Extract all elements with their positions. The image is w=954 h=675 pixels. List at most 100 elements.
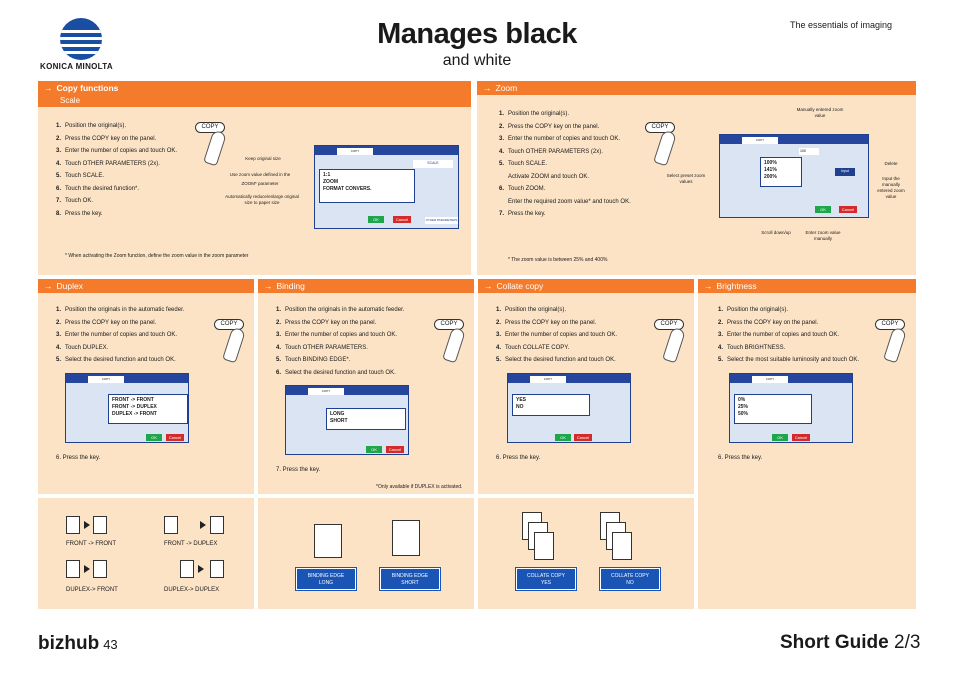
copy-key-icon: COPY bbox=[654, 319, 684, 330]
binding-note: *Only available if DUPLEX is activated. bbox=[376, 484, 463, 490]
mode-duplex-duplex: DUPLEX-> DUPLEX bbox=[164, 587, 220, 593]
step-item: 5.Select the desired function and touch … bbox=[56, 357, 176, 363]
panel-binding: →Binding 1.Position the originals in the… bbox=[258, 279, 474, 494]
cancel-button: Cancel bbox=[386, 446, 404, 453]
cancel-button: Cancel bbox=[393, 216, 411, 223]
brightness-screen: COPY 0% 25% 50% OK Cancel bbox=[729, 373, 853, 443]
collate-yes-box: COLLATE COPY YES bbox=[516, 568, 576, 590]
label-scroll: Scroll down/up bbox=[761, 230, 791, 235]
step-item: 2.Press the COPY key on the panel. bbox=[56, 135, 157, 142]
zoom-presets: 100% 141% 200% bbox=[760, 157, 802, 187]
step-item: 4.Touch OTHER PARAMETERS (2x). bbox=[499, 148, 603, 155]
booklet-short-icon bbox=[392, 520, 420, 556]
panel-duplex: →Duplex 1.Position the originals in the … bbox=[38, 279, 254, 494]
step-item: 5.Touch BINDING EDGE*. bbox=[276, 357, 351, 363]
collate-modes: COLLATE COPY YES COLLATE COPY NO bbox=[478, 498, 694, 609]
step-item: 7.Touch OK. bbox=[56, 198, 94, 204]
step-item: Enter the required zoom value* and touch… bbox=[508, 198, 631, 205]
duplex-modes: FRONT -> FRONT FRONT -> DUPLEX DUPLEX-> … bbox=[38, 498, 254, 609]
pointing-hand-icon bbox=[203, 129, 227, 167]
label-keep-size: Keep original size bbox=[245, 156, 281, 161]
mode-front-front: FRONT -> FRONT bbox=[66, 541, 117, 547]
collate-step-6: 6. Press the key. bbox=[496, 455, 541, 461]
page-icon bbox=[164, 516, 178, 534]
step-item: 2.Press the COPY key on the panel. bbox=[276, 319, 377, 326]
step-item: Activate ZOOM and touch OK. bbox=[508, 173, 590, 180]
page-subtitle: and white bbox=[442, 52, 512, 69]
step-item: 1.Position the original(s). bbox=[718, 307, 789, 313]
panel-header: →Zoom bbox=[477, 81, 916, 95]
step-item: 2.Press the COPY key on the panel. bbox=[496, 319, 597, 326]
step-item: 4.Touch OTHER PARAMETERS (2x). bbox=[56, 160, 160, 167]
ok-button: OK bbox=[815, 206, 831, 213]
panel-subheader: Scale bbox=[38, 95, 471, 107]
pointing-hand-icon bbox=[883, 326, 907, 364]
panel-header: →Duplex bbox=[38, 279, 254, 293]
ok-button: OK bbox=[555, 434, 571, 441]
label-zoom-param: ZOOM* parameter bbox=[241, 181, 279, 186]
pointing-hand-icon bbox=[222, 326, 246, 364]
label-preset: Select preset zoom values bbox=[666, 173, 706, 184]
label-manual-zoom: Manually entered zoom value bbox=[796, 107, 844, 118]
page-icon bbox=[180, 560, 194, 578]
mode-front-duplex: FRONT -> DUPLEX bbox=[164, 541, 218, 547]
step-item: 4.Touch DUPLEX. bbox=[56, 344, 109, 351]
copy-key-icon: COPY bbox=[875, 319, 905, 330]
panel-zoom: →Zoom 1.Position the original(s).2.Press… bbox=[477, 81, 916, 275]
screen-tab: COPY bbox=[742, 137, 778, 144]
step-item: 2.Press the COPY key on the panel. bbox=[718, 319, 819, 326]
copy-key-icon: COPY bbox=[434, 319, 464, 330]
pointing-hand-icon bbox=[442, 326, 466, 364]
label-auto: Automatically reduce/enlarge original si… bbox=[225, 194, 299, 205]
zoom-screen: COPY 100% 141% 200% 100 Input OK Cancel bbox=[719, 134, 869, 218]
short-guide-label: Short Guide 2/3 bbox=[780, 632, 921, 653]
cancel-button: Cancel bbox=[792, 434, 810, 441]
other-params-button: OTHER PARAMETERS bbox=[425, 217, 458, 224]
panel-brightness: →Brightness 1.Position the original(s).2… bbox=[698, 279, 916, 609]
label-delete: Delete bbox=[884, 161, 898, 166]
step-item: 5.Select the most suitable luminosity an… bbox=[718, 357, 860, 363]
scale-options: 1:1 ZOOM FORMAT CONVERS. bbox=[319, 169, 415, 203]
steps-list: 1.Position the original(s).2.Press the C… bbox=[56, 120, 177, 220]
ok-button: OK bbox=[366, 446, 382, 453]
page-icon bbox=[66, 516, 80, 534]
step-item: 5.Touch SCALE. bbox=[499, 161, 548, 167]
step-item: 6.Select the desired function and touch … bbox=[276, 369, 396, 376]
binding-long-box: BINDING EDGE LONG bbox=[296, 568, 356, 590]
zoom-note: * The zoom value is between 25% and 400% bbox=[508, 257, 608, 263]
label-input-value: Input the manually entered zoom value bbox=[877, 176, 905, 199]
brightness-options: 0% 25% 50% bbox=[734, 394, 812, 424]
binding-short-box: BINDING EDGE SHORT bbox=[380, 568, 440, 590]
panel-header: →Copy functions bbox=[38, 81, 471, 95]
screen-tab: COPY bbox=[308, 388, 344, 395]
arrow-icon bbox=[200, 521, 206, 529]
steps-list: 1.Position the originals in the automati… bbox=[276, 304, 404, 379]
cancel-button: Cancel bbox=[574, 434, 592, 441]
step-item: 3.Enter the number of copies and touch O… bbox=[56, 148, 178, 154]
duplex-step-6: 6. Press the key. bbox=[56, 455, 101, 461]
cancel-button: Cancel bbox=[166, 434, 184, 441]
konica-minolta-logo-icon bbox=[60, 18, 102, 60]
ok-button: OK bbox=[146, 434, 162, 441]
page-icon bbox=[210, 560, 224, 578]
panel-header: →Collate copy bbox=[478, 279, 694, 293]
steps-list: 1.Position the original(s).2.Press the C… bbox=[499, 108, 631, 221]
copy-key-icon: COPY bbox=[195, 122, 225, 133]
step-item: 3.Enter the number of copies and touch O… bbox=[56, 332, 178, 338]
binding-options: LONG SHORT bbox=[326, 408, 406, 430]
booklet-long-icon bbox=[314, 524, 342, 558]
step-item: 4.Touch OTHER PARAMETERS. bbox=[276, 344, 368, 351]
cancel-button: Cancel bbox=[839, 206, 857, 213]
page-title: Manages black bbox=[377, 18, 577, 50]
step-item: 3.Enter the number of copies and touch O… bbox=[496, 332, 618, 338]
step-item: 4.Touch COLLATE COPY. bbox=[496, 344, 570, 351]
duplex-options: FRONT -> FRONT FRONT -> DUPLEX DUPLEX ->… bbox=[108, 394, 188, 424]
zoom-value-field: 100 bbox=[799, 148, 819, 155]
screen-tab: COPY bbox=[337, 148, 373, 155]
input-button: Input bbox=[835, 168, 855, 176]
arrow-icon bbox=[198, 565, 204, 573]
label-zoom-defined: Use zoom value defined in the bbox=[229, 172, 291, 177]
collate-options: YES NO bbox=[512, 394, 590, 416]
step-item: 4.Touch BRIGHTNESS. bbox=[718, 344, 786, 351]
